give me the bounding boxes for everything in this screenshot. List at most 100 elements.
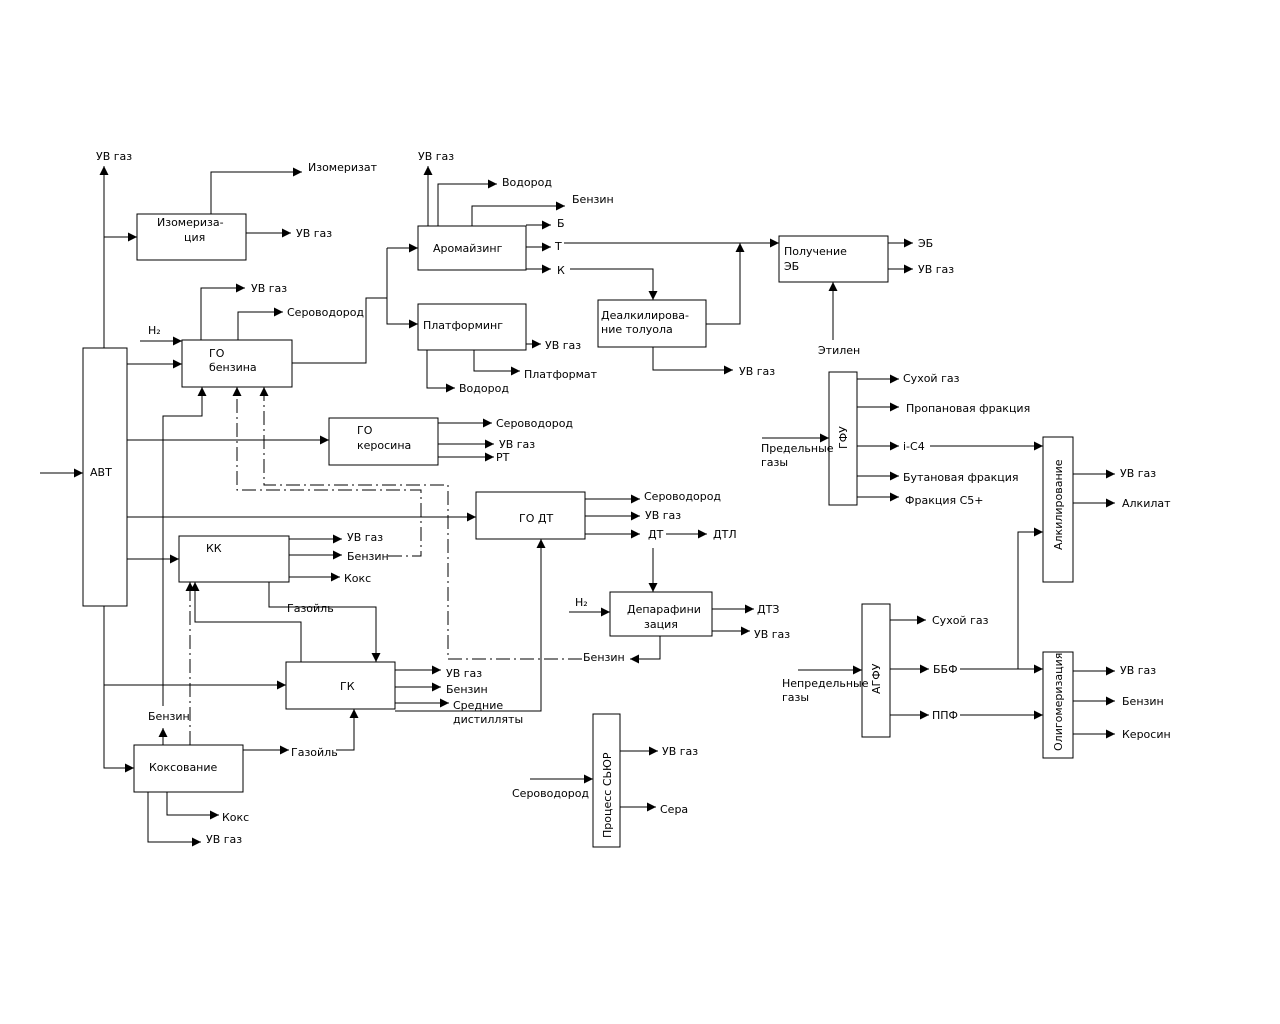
label-gk-srednie-2: дистилляты bbox=[453, 713, 523, 726]
unit-dealkilirovanie: Деалкилирова- ние толуола bbox=[597, 299, 707, 348]
unit-koksovanie: Коксование bbox=[133, 744, 244, 793]
label-gob-h2: H₂ bbox=[148, 324, 161, 337]
label-arom-benzin: Бензин bbox=[572, 193, 614, 206]
label-gok-rt: РТ bbox=[496, 451, 510, 464]
unit-go-kerosina: ГО керосина bbox=[328, 417, 439, 466]
unit-alkilirovanie-label: Алкилирование bbox=[1052, 459, 1065, 550]
label-kk-benzin: Бензин bbox=[347, 550, 389, 563]
unit-gfu: ГФУ bbox=[828, 371, 858, 506]
label-godt-uv-gaz: УВ газ bbox=[645, 509, 681, 522]
label-godt-dt: ДТ bbox=[648, 528, 664, 541]
label-predelnye-1: Предельные bbox=[761, 442, 834, 455]
unit-dealkilirovanie-label-2: ние толуола bbox=[601, 323, 673, 336]
unit-kk: КК bbox=[178, 535, 290, 583]
unit-avt: АВТ bbox=[82, 347, 128, 607]
unit-go-kerosina-label-1: ГО bbox=[357, 424, 373, 437]
unit-platforming-label: Платформинг bbox=[423, 319, 503, 332]
label-claus-sera: Сера bbox=[660, 803, 688, 816]
label-gok-uv-gaz: УВ газ bbox=[499, 438, 535, 451]
label-gk-uv-gaz: УВ газ bbox=[446, 667, 482, 680]
label-dep-h2: H₂ bbox=[575, 596, 588, 609]
unit-platforming: Платформинг bbox=[417, 303, 527, 351]
label-gob-uv-gaz: УВ газ bbox=[251, 282, 287, 295]
label-nepredelnye-1: Непредельные bbox=[782, 677, 869, 690]
label-plat-vodorod: Водород bbox=[459, 382, 509, 395]
label-gk-benzin: Бензин bbox=[446, 683, 488, 696]
label-gk-srednie-1: Средние bbox=[453, 699, 503, 712]
unit-claus-label: Процесс СЬЮР bbox=[601, 752, 614, 838]
unit-poluchenie-eb: Получение ЭБ bbox=[778, 235, 889, 283]
label-kk-uv-gaz: УВ газ bbox=[347, 531, 383, 544]
label-gfu-suhoi-gaz: Сухой газ bbox=[903, 372, 960, 385]
label-arom-t: Т bbox=[554, 240, 562, 253]
label-etilen: Этилен bbox=[818, 344, 860, 357]
unit-deparafinizaciya-label-1: Депарафини bbox=[627, 603, 701, 616]
label-olig-benzin: Бензин bbox=[1122, 695, 1164, 708]
unit-koksovanie-label: Коксование bbox=[149, 761, 218, 774]
label-agfu-suhoi-gaz: Сухой газ bbox=[932, 614, 989, 627]
unit-go-dt: ГО ДТ bbox=[475, 491, 586, 540]
label-eb-uv-gaz: УВ газ bbox=[918, 263, 954, 276]
label-gfu-propanovaya: Пропановая фракция bbox=[906, 402, 1030, 415]
label-eb: ЭБ bbox=[918, 237, 933, 250]
unit-agfu-label: АГФУ bbox=[870, 663, 883, 694]
label-alk-uv-gaz: УВ газ bbox=[1120, 467, 1156, 480]
unit-gk-label: ГК bbox=[340, 680, 355, 693]
recycle-lines bbox=[185, 387, 582, 745]
label-claus-serovodorod: Сероводород bbox=[512, 787, 589, 800]
unit-deparafinizaciya: Депарафини зация bbox=[609, 591, 713, 637]
label-kk-gazoil: Газойль bbox=[287, 602, 334, 615]
label-koks-koks: Кокс bbox=[222, 811, 249, 824]
label-bbf: ББФ bbox=[933, 663, 958, 676]
unit-poluchenie-eb-label-2: ЭБ bbox=[784, 260, 799, 273]
unit-oligomerizaciya-label: Олигомеризация bbox=[1052, 653, 1065, 751]
label-alkilat: Алкилат bbox=[1122, 497, 1171, 510]
label-plat-platformat: Платформат bbox=[524, 368, 598, 381]
label-predelnye-2: газы bbox=[761, 456, 788, 469]
unit-avt-label: АВТ bbox=[90, 466, 112, 479]
unit-aromaizing-label: Аромайзинг bbox=[433, 242, 503, 255]
label-gob-serovodorod: Сероводород bbox=[287, 306, 364, 319]
unit-claus: Процесс СЬЮР bbox=[592, 713, 621, 848]
unit-go-kerosina-label-2: керосина bbox=[357, 439, 411, 452]
label-arom-k: К bbox=[557, 264, 565, 277]
label-nepredelnye-2: газы bbox=[782, 691, 809, 704]
label-koks-uv-gaz: УВ газ bbox=[206, 833, 242, 846]
unit-alkilirovanie: Алкилирование bbox=[1042, 436, 1074, 583]
unit-go-dt-label: ГО ДТ bbox=[519, 512, 553, 525]
label-arom-uv-gaz: УВ газ bbox=[418, 150, 454, 163]
unit-dealkilirovanie-label-1: Деалкилирова- bbox=[601, 309, 689, 322]
label-kk-koks: Кокс bbox=[344, 572, 371, 585]
unit-deparafinizaciya-label-2: зация bbox=[644, 618, 678, 631]
label-plat-uv-gaz: УВ газ bbox=[545, 339, 581, 352]
label-ppf: ППФ bbox=[932, 709, 958, 722]
label-izomerizat: Изомеризат bbox=[308, 161, 378, 174]
label-olig-uv-gaz: УВ газ bbox=[1120, 664, 1156, 677]
unit-kk-label: КК bbox=[206, 542, 222, 555]
label-dtl: ДТЛ bbox=[713, 528, 737, 541]
label-godt-serovodorod: Сероводород bbox=[644, 490, 721, 503]
label-gfu-i-c4: i-C4 bbox=[903, 440, 925, 453]
unit-gfu-label: ГФУ bbox=[837, 426, 850, 449]
unit-poluchenie-eb-label-1: Получение bbox=[784, 245, 847, 258]
unit-oligomerizaciya: Олигомеризация bbox=[1042, 651, 1074, 759]
label-gfu-butanovaya: Бутановая фракция bbox=[903, 471, 1019, 484]
unit-gk: ГК bbox=[285, 661, 396, 710]
unit-aromaizing: Аромайзинг bbox=[417, 225, 527, 271]
unit-go-benzina-label-2: бензина bbox=[209, 361, 257, 374]
label-gfu-c5: Фракция С5+ bbox=[905, 494, 983, 507]
label-koks-benzin: Бензин bbox=[148, 710, 190, 723]
unit-izomerizaciya-label-1: Изомериза- bbox=[157, 216, 224, 229]
label-claus-uv-gaz: УВ газ bbox=[662, 745, 698, 758]
label-dep-uv-gaz: УВ газ bbox=[754, 628, 790, 641]
unit-go-benzina: ГО бензина bbox=[181, 339, 293, 388]
unit-izomerizaciya: Изомериза- ция bbox=[136, 213, 247, 261]
unit-izomerizaciya-label-2: ция bbox=[184, 231, 205, 244]
label-dep-benzin: Бензин bbox=[583, 651, 625, 664]
label-arom-vodorod: Водород bbox=[502, 176, 552, 189]
flow-lines bbox=[40, 166, 1115, 847]
unit-go-benzina-label-1: ГО bbox=[209, 347, 225, 360]
label-avt-uv-gaz: УВ газ bbox=[96, 150, 132, 163]
